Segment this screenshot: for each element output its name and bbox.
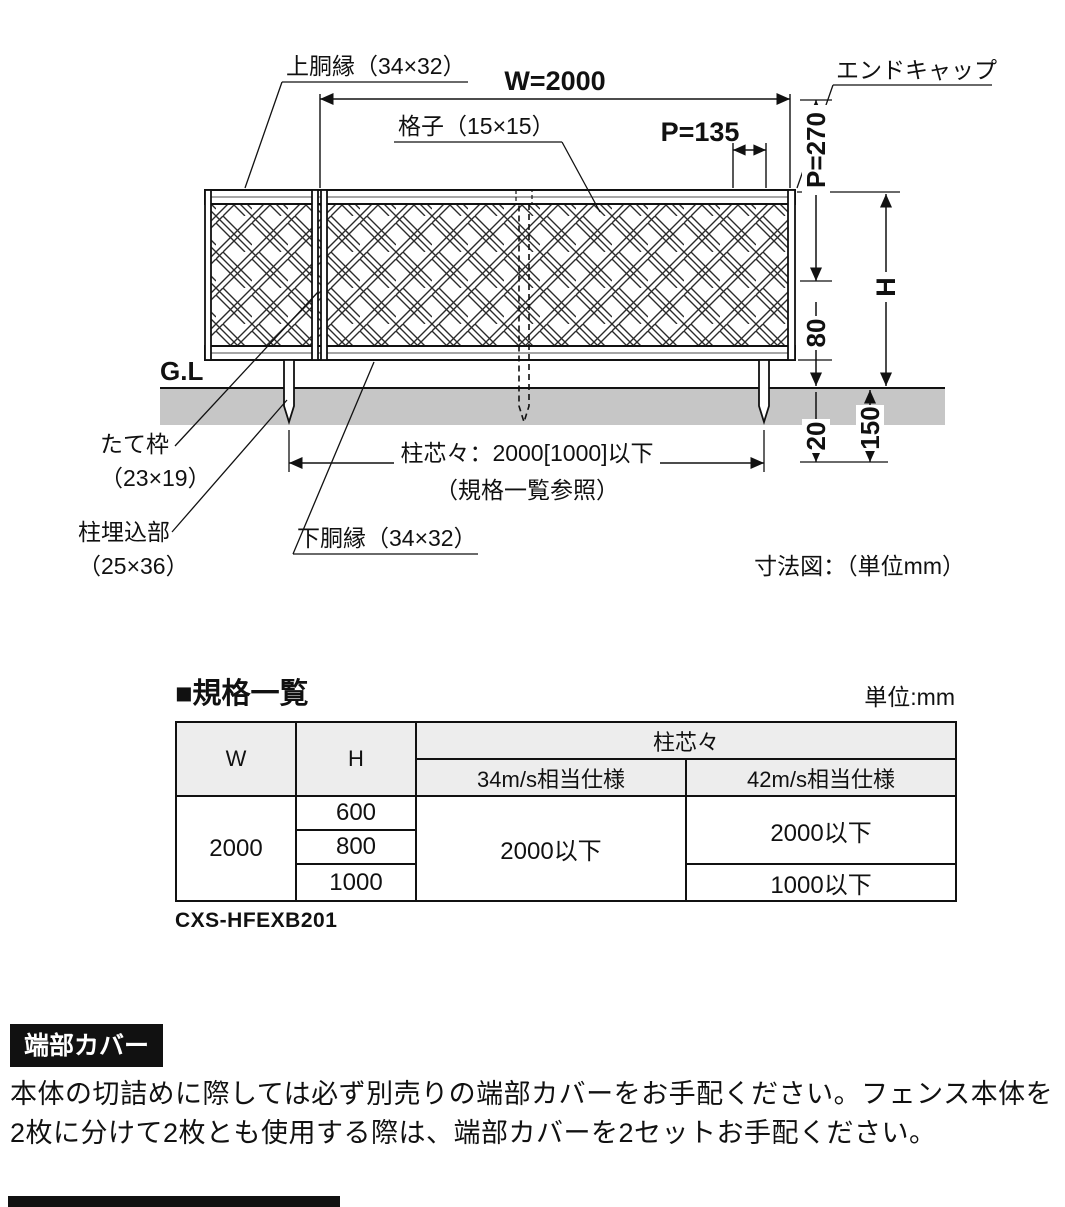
post-pitch-note: （規格一覧参照） — [435, 477, 619, 503]
cell-w-2000: 2000 — [175, 795, 297, 902]
dim-h-label: H — [871, 277, 901, 297]
right-dimensions: P=270 80 20 150 H — [797, 99, 901, 463]
dim-80-label: 80 — [801, 319, 831, 348]
col-header-w: W — [175, 721, 297, 797]
cell-h-600: 600 — [295, 795, 417, 831]
spec-title: ■規格一覧 — [175, 678, 309, 710]
cell-spec34: 2000以下 — [415, 795, 687, 902]
dim-150-label: 150 — [855, 406, 885, 449]
vertical-frame-label-1: たて枠 — [100, 431, 169, 457]
next-section-bar — [8, 1196, 340, 1207]
spec-section: ■規格一覧 単位:mm W H 柱芯々 34m/s相当仕様 42m/s相当仕様 … — [175, 670, 958, 933]
note-body: 本体の切詰めに際しては必ず別売りの端部カバーをお手配ください。フェンス本体を2枚… — [10, 1079, 1054, 1148]
spec-table: W H 柱芯々 34m/s相当仕様 42m/s相当仕様 2000 600 200… — [175, 721, 958, 902]
spec-unit: 単位:mm — [864, 684, 955, 710]
label-top-rail: 上胴縁（34×32） — [244, 53, 468, 189]
dim-w-label: W=2000 — [504, 66, 605, 96]
note-badge: 端部カバー — [10, 1024, 164, 1067]
cell-h-800: 800 — [295, 829, 417, 865]
label-vertical-frame: たて枠 （23×19） — [100, 291, 319, 491]
posts — [283, 189, 770, 426]
label-bottom-rail: 下胴縁（34×32） — [292, 361, 478, 555]
post-embed-label-1: 柱埋込部 — [78, 519, 170, 545]
model-number: CXS-HFEXB201 — [175, 909, 338, 932]
post-pitch-label: 柱芯々：2000[1000]以下 — [400, 440, 653, 466]
col-header-spec42: 42m/s相当仕様 — [684, 758, 958, 797]
dim-w: W=2000 — [319, 66, 791, 188]
post-embed-label-2: （25×36） — [78, 553, 189, 579]
fence-panel — [204, 189, 796, 361]
dim-p270-label: P=270 — [801, 112, 831, 188]
dim-post-pitch: 柱芯々：2000[1000]以下 （規格一覧参照） — [288, 430, 765, 503]
note-section: 端部カバー 本体の切詰めに際しては必ず別売りの端部カバーをお手配ください。フェン… — [10, 1024, 1056, 1152]
lattice-label: 格子（15×15） — [398, 113, 555, 139]
diagram-caption: 寸法図：（単位mm） — [754, 553, 965, 579]
dimension-diagram: W=2000 P=135 エンドキャップ 上胴縁（34×32） 格子（15×15… — [78, 53, 997, 579]
col-header-post-centers: 柱芯々 — [414, 721, 958, 760]
col-header-spec34: 34m/s相当仕様 — [415, 758, 687, 797]
table-row: 2000 600 2000以下 2000以下 — [175, 795, 958, 902]
label-post-embed: 柱埋込部 （25×36） — [78, 399, 288, 579]
cell-h-1000: 1000 — [295, 863, 417, 902]
table-row: 1000 1000以下 — [176, 863, 958, 902]
dim-20-label: 20 — [801, 422, 831, 451]
end-cap-label: エンドキャップ — [836, 57, 997, 83]
cell-spec42-a: 2000以下 — [684, 795, 958, 865]
dim-p135-label: P=135 — [661, 117, 740, 147]
ground-line-label: G.L — [160, 356, 203, 386]
table-row: 800 — [176, 829, 956, 865]
dim-p135: P=135 — [661, 117, 767, 188]
top-rail-label: 上胴縁（34×32） — [286, 53, 466, 79]
cell-spec42-b: 1000以下 — [684, 863, 958, 902]
label-lattice: 格子（15×15） — [394, 113, 601, 213]
vertical-frame-label-2: （23×19） — [100, 465, 211, 491]
bottom-rail-label: 下胴縁（34×32） — [297, 525, 477, 551]
label-end-cap: エンドキャップ — [796, 57, 997, 189]
col-header-h: H — [295, 721, 417, 797]
